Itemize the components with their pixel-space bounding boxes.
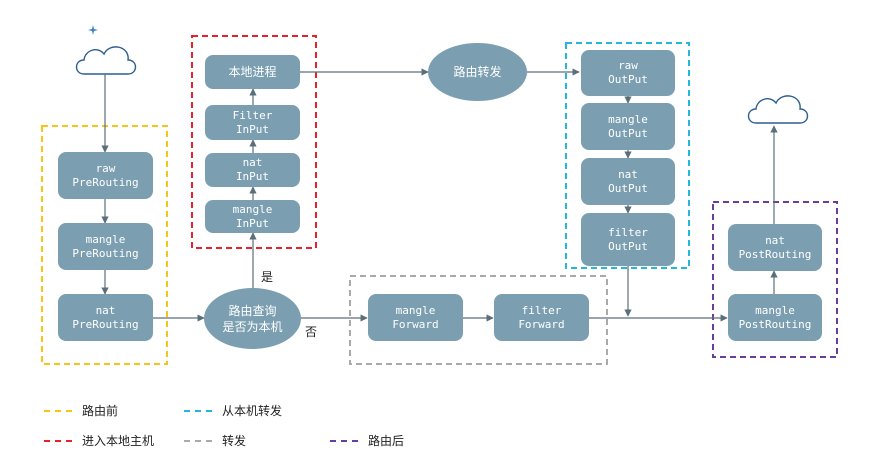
local-input-group-box — [191, 35, 317, 249]
legend-item-postrouting: 路由后 — [330, 432, 404, 449]
nat-postrouting-node: nat PostRouting — [728, 224, 822, 271]
legend-swatch — [44, 439, 72, 442]
raw-prerouting-node: raw PreRouting — [58, 152, 153, 199]
yes-edge-label: 是 — [261, 270, 274, 284]
nat-prerouting-node: nat PreRouting — [58, 294, 153, 341]
legend-swatch — [44, 409, 72, 412]
raw-output-node: raw OutPut — [581, 50, 675, 96]
mangle-output-node: mangle OutPut — [581, 103, 675, 150]
legend-swatch — [184, 409, 212, 412]
postrouting-group-box — [712, 201, 838, 358]
nat-input-node: nat InPut — [205, 153, 300, 187]
nat-output-node: nat OutPut — [581, 158, 675, 205]
forward-group-box — [349, 275, 608, 365]
filter-output-node: filter OutPut — [581, 213, 675, 266]
local-output-group-box — [565, 42, 690, 269]
cloud-icon — [75, 46, 137, 75]
legend-swatch — [184, 439, 212, 442]
legend-item-local-output: 从本机转发 — [184, 402, 282, 419]
legend-swatch — [330, 439, 358, 442]
sparkle-icon — [88, 25, 98, 35]
filter-forward-node: filter Forward — [494, 294, 589, 341]
legend-item-local-input: 进入本地主机 — [44, 432, 154, 449]
legend-item-forward: 转发 — [184, 432, 246, 449]
legend-item-prerouting: 路由前 — [44, 402, 118, 419]
mangle-prerouting-node: mangle PreRouting — [58, 223, 153, 270]
routing-decision-node: 路由查询 是否为本机 — [204, 288, 301, 349]
filter-input-node: Filter InPut — [205, 105, 300, 140]
routing-forward-node: 路由转发 — [428, 43, 527, 101]
cloud-icon — [747, 95, 809, 124]
mangle-forward-node: mangle Forward — [368, 294, 463, 341]
mangle-postrouting-node: mangle PostRouting — [728, 294, 822, 341]
local-process-node: 本地进程 — [205, 55, 300, 89]
mangle-input-node: mangle InPut — [205, 200, 300, 233]
no-edge-label: 否 — [305, 325, 318, 339]
